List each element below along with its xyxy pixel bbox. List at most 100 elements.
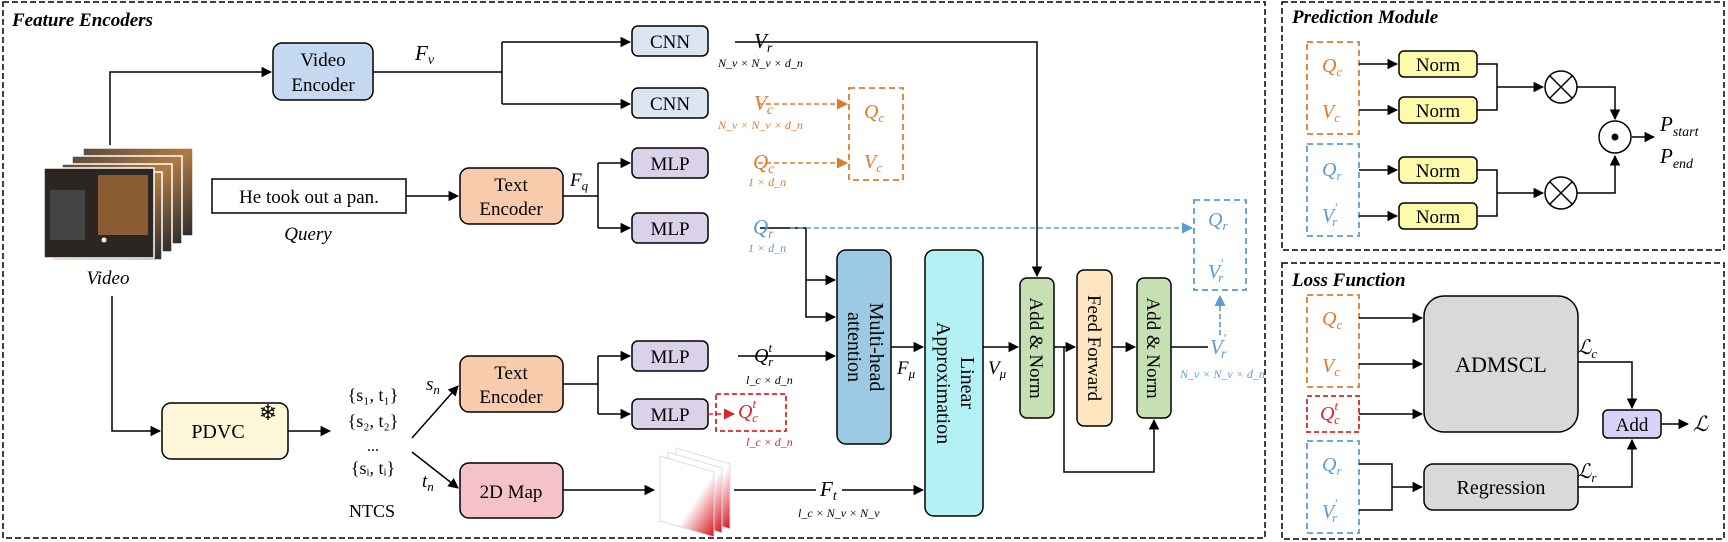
query-text: He took out a pan.: [239, 187, 379, 208]
symbol-fv: Fv: [414, 41, 435, 68]
video-label: Video: [87, 268, 130, 289]
cnn-block-top: CNN: [631, 25, 709, 57]
symbol-pstart: Pstart: [1659, 112, 1700, 140]
caption-ellipsis: ...: [367, 438, 379, 455]
symbol-l: ℒ: [1693, 412, 1709, 436]
lf-qc: Qc: [1322, 308, 1342, 332]
admscl-label: ADMSCL: [1455, 352, 1547, 377]
panel-title-loss-function: Loss Function: [1291, 270, 1406, 291]
text-encoder-top-line1: Text: [494, 175, 528, 196]
dim-vc: N_v × N_v × d_n: [717, 118, 803, 132]
norm-blocks: Norm Norm Norm Norm: [1398, 50, 1478, 230]
feed-forward-label: Feed Forward: [1083, 295, 1104, 402]
mha-line2: attention: [843, 312, 865, 382]
pdvc-label: PDVC: [191, 421, 244, 443]
snowflake-icon: ❄: [259, 400, 277, 425]
feed-forward-block: Feed Forward: [1076, 269, 1113, 427]
mlp-block-qc: MLP: [631, 147, 709, 179]
symbol-ft: Ft: [819, 477, 838, 504]
norm-qc-label: Norm: [1416, 55, 1461, 76]
map2d-block: 2D Map: [459, 462, 564, 519]
add-block: Add: [1602, 409, 1662, 439]
mlp-qrt-label: MLP: [650, 347, 689, 368]
symbol-vmu: Vμ: [988, 358, 1007, 381]
pdvc-block: PDVC ❄: [161, 400, 289, 460]
caption-1: {s₁, t₁}: [348, 385, 399, 405]
symbol-fmu: Fμ: [896, 358, 916, 381]
panel-loss-function: Loss Function: [1281, 262, 1725, 540]
add-norm-2-label: Add & Norm: [1142, 297, 1163, 399]
cnn-bottom-label: CNN: [650, 94, 690, 115]
symbol-pend: Pend: [1659, 144, 1694, 172]
mlp-qct-label: MLP: [650, 405, 689, 426]
symbol-tn: tn: [422, 471, 434, 494]
ntcs-label: NTCS: [349, 501, 395, 521]
dim-qrt: l_c × d_n: [746, 373, 793, 387]
mha-line1: Multi-head: [865, 303, 887, 392]
admscl-block: ADMSCL: [1423, 295, 1579, 433]
regression-label: Regression: [1457, 477, 1546, 499]
captions-list: {s₁, t₁} {s₂, t₂} ... {sᵢ, tᵢ}: [348, 385, 399, 478]
prediction-inputs: Qc Vc Qr V′r: [1306, 41, 1360, 237]
symbol-sn: sn: [426, 374, 440, 397]
qc-vc-dashed-box: [848, 87, 904, 181]
multi-head-attention-block: Multi-head attention: [836, 249, 892, 445]
mlp-qc-label: MLP: [650, 154, 689, 175]
prediction-arrows: [1359, 58, 1656, 222]
dot-product-icon: [1598, 120, 1632, 154]
connection-arrows: [109, 36, 1208, 496]
caption-2: {s₂, t₂}: [348, 411, 399, 431]
lf-vrp: V′r: [1322, 496, 1338, 525]
panel-title-feature-encoders: Feature Encoders: [11, 10, 153, 31]
norm-qr-label: Norm: [1416, 161, 1461, 182]
dim-qr: 1 × d_n: [748, 241, 786, 255]
dim-qc: 1 × d_n: [748, 175, 786, 189]
dim-qct: l_c × d_n: [746, 435, 793, 449]
dim-vr: N_v × N_v × d_n: [717, 56, 803, 70]
cnn-block-bottom: CNN: [631, 87, 709, 119]
symbol-qr: Qr: [753, 215, 774, 242]
dim-vrp: N_v × N_v × d_n: [1179, 367, 1265, 381]
dim-ft: l_c × N_v × N_v: [798, 506, 880, 520]
panel-prediction-module: Prediction Module: [1281, 1, 1725, 251]
lf-qr: Qr: [1322, 454, 1342, 478]
symbol-fq: Fq: [569, 170, 589, 193]
panel-feature-encoders: Feature Encoders: [2, 1, 1266, 539]
panel-title-prediction-module: Prediction Module: [1291, 7, 1439, 28]
blue-dashed-arrows: [790, 222, 1226, 335]
cnn-top-label: CNN: [650, 32, 690, 53]
multiply-icon-bottom: [1544, 176, 1578, 210]
symbol-qc: Qc: [753, 150, 775, 177]
symbol-vrp-box: V′r: [1208, 256, 1224, 285]
mlp-block-qct: MLP: [631, 398, 709, 430]
text-encoder-top-line2: Encoder: [479, 199, 543, 220]
pm-qc: Qc: [1322, 55, 1342, 79]
symbol-qc-box: Qc: [864, 101, 884, 125]
map2d-label: 2D Map: [480, 482, 543, 503]
orange-dashed-arrows: [758, 98, 849, 169]
loss-arrows: [1359, 312, 1690, 511]
text-encoder-bottom-line1: Text: [494, 363, 528, 384]
query-label: Query: [284, 224, 332, 245]
mlp-qr-label: MLP: [650, 219, 689, 240]
symbol-vr: Vr: [754, 29, 773, 56]
pm-vrp: V′r: [1322, 200, 1338, 229]
symbol-vc-box: Vc: [864, 151, 882, 175]
pm-vc: Vc: [1322, 101, 1340, 125]
linear-line1: Linear: [956, 357, 978, 410]
video-encoder-block: Video Encoder: [272, 42, 374, 101]
norm-vc-label: Norm: [1416, 101, 1461, 122]
multiply-icon-top: [1544, 70, 1578, 104]
query-input-box: He took out a pan.: [211, 178, 407, 214]
norm-vrp-label: Norm: [1416, 207, 1461, 228]
add-norm-1-label: Add & Norm: [1025, 297, 1046, 399]
video-encoder-line2: Encoder: [291, 75, 355, 96]
mlp-block-qrt: MLP: [631, 340, 709, 372]
symbol-vrp: V′r: [1210, 332, 1227, 362]
text-encoder-block-bottom: Text Encoder: [459, 355, 564, 413]
linear-approximation-block: Linear Approximation: [924, 249, 984, 517]
mlp-block-qr: MLP: [631, 212, 709, 244]
temporal-map-image: [659, 447, 731, 538]
